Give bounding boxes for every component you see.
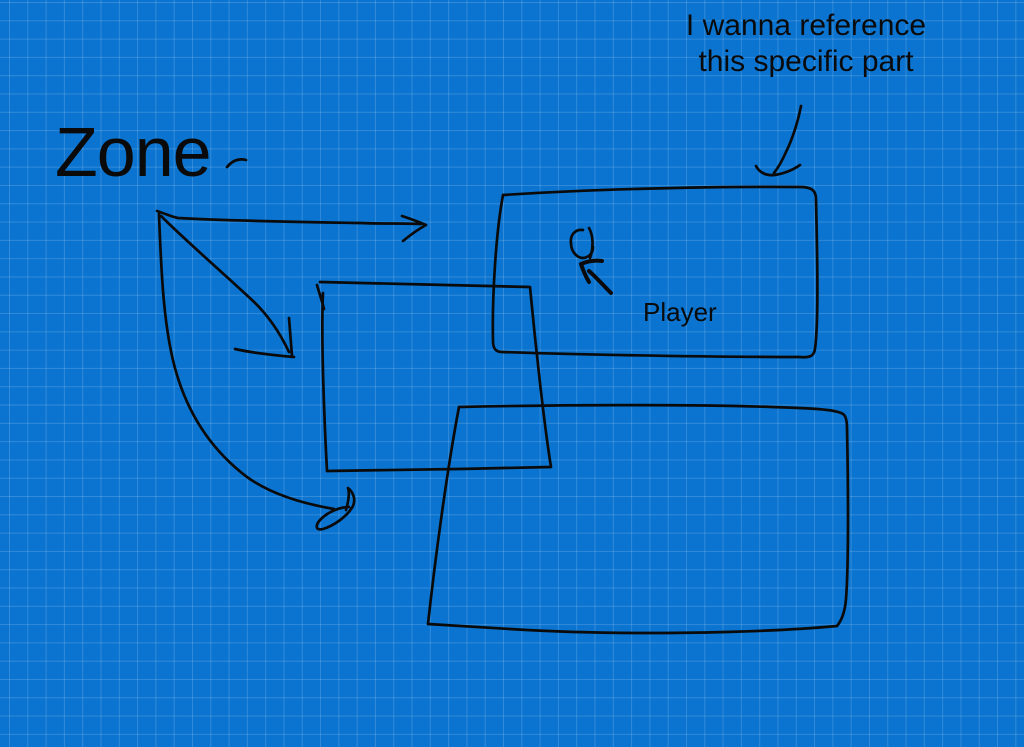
- player-position-arrow[interactable]: [579, 258, 613, 295]
- reference-note-line2: this specific part: [698, 45, 914, 78]
- arrow-to-bottom-zone[interactable]: [157, 212, 356, 531]
- player-label[interactable]: Player: [643, 297, 717, 327]
- zone-tick-stroke[interactable]: [225, 158, 248, 169]
- zone-label[interactable]: Zone: [55, 113, 212, 191]
- bottom-zone-rect[interactable]: [426, 403, 850, 635]
- player-position-blob[interactable]: [569, 226, 595, 260]
- player-zone-rect[interactable]: [491, 185, 819, 359]
- arrow-to-player-zone[interactable]: [155, 209, 428, 243]
- reference-note[interactable]: I wanna reference this specific part: [650, 8, 962, 80]
- reference-pointer-arrow[interactable]: [754, 104, 803, 177]
- middle-zone-rect[interactable]: [315, 280, 553, 473]
- reference-note-line1: I wanna reference: [685, 9, 927, 42]
- arrow-to-middle-zone[interactable]: [159, 214, 296, 359]
